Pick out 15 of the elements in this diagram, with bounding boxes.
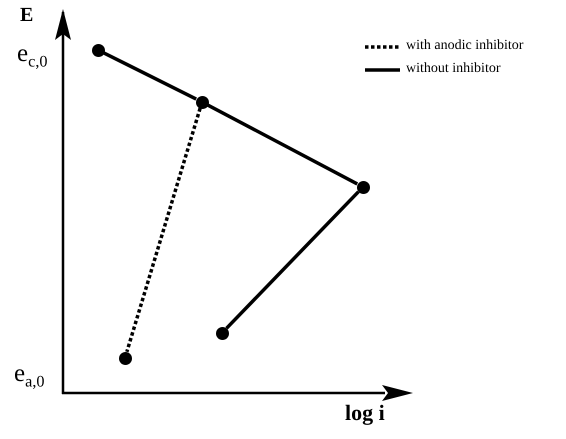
data-point-dot <box>196 96 208 108</box>
dotted-line <box>125 108 202 352</box>
legend-label: with anodic inhibitor <box>406 38 524 54</box>
data-point-dot <box>216 326 228 340</box>
data-point-dot <box>356 180 370 194</box>
line <box>225 190 360 330</box>
line <box>103 51 197 101</box>
axis-value-label: e$_{a,0}$ <box>14 360 45 392</box>
axis-value-label: e$_{c,0}$ <box>17 40 48 72</box>
data-point-dot <box>118 352 132 364</box>
line <box>206 103 358 186</box>
axis-label: log i <box>345 400 385 426</box>
axis-label: E <box>20 4 34 27</box>
legend-label: without inhibitor <box>406 61 500 77</box>
data-point-dot <box>92 44 104 56</box>
